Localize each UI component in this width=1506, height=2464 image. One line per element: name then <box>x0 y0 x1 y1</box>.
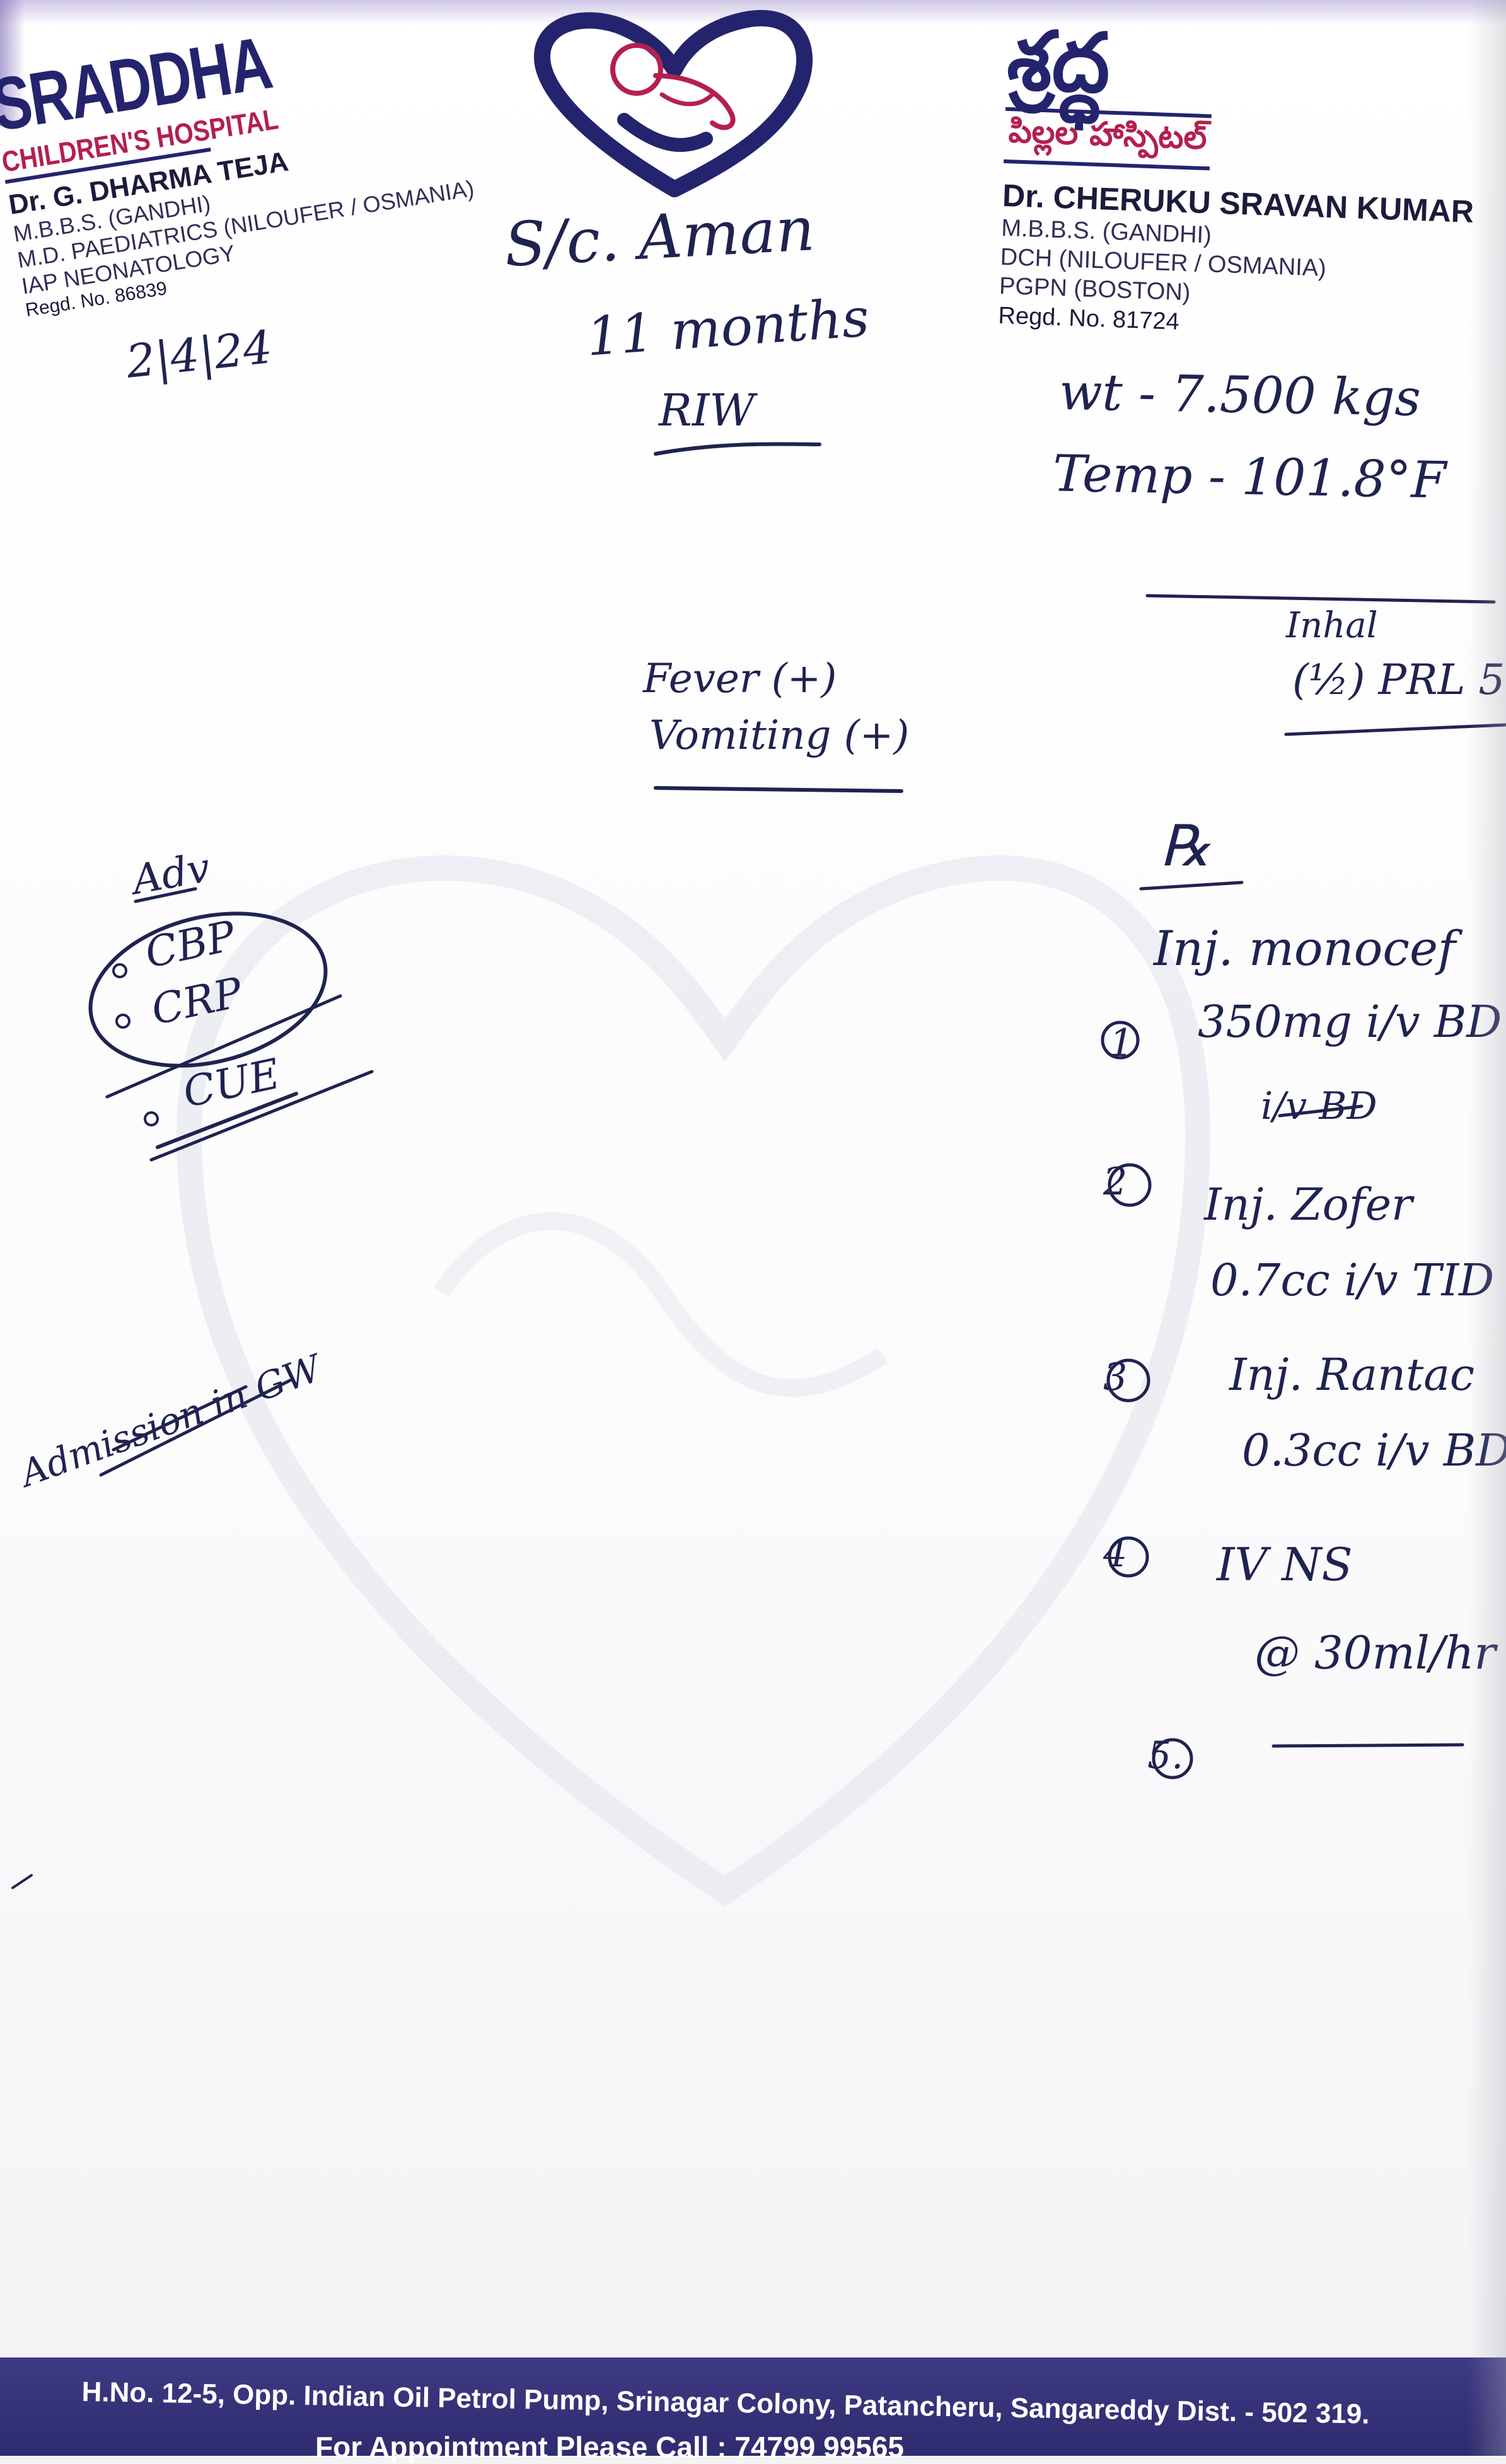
med-2-dose: 0.7cc i/v TID <box>1210 1254 1495 1306</box>
footer-band <box>0 2357 1506 2456</box>
med-2-name: Inj. Zofer <box>1204 1179 1413 1230</box>
underline-cue <box>156 1092 298 1149</box>
bullet-cue <box>144 1111 159 1126</box>
heart-baby-logo-icon <box>534 9 813 197</box>
med-3-dose: 0.3cc i/v BD <box>1242 1425 1506 1476</box>
bullet-crp <box>115 1014 130 1029</box>
med-1-dose: 350mg i/v BD <box>1198 996 1502 1048</box>
underline-admission-2 <box>112 1385 248 1452</box>
rx-symbol: ℞ <box>1160 813 1211 879</box>
circle-num-5 <box>1152 1738 1193 1779</box>
underline-treatment <box>1284 723 1506 736</box>
blank-line-5 <box>1271 1743 1464 1748</box>
underline-adv <box>134 887 197 903</box>
underline-sex <box>654 442 821 456</box>
med-4-name: IV NS <box>1217 1538 1353 1591</box>
underline-rx <box>1139 881 1244 891</box>
circle-num-4 <box>1108 1536 1149 1578</box>
line-below-crp <box>105 994 342 1099</box>
med-4-dose: @ 30ml/hr <box>1254 1626 1496 1679</box>
med-1-name: Inj. monocef <box>1154 920 1456 976</box>
footer-appointment: For Appointment Please Call : 74799 9956… <box>315 2431 904 2463</box>
page-edge-shadow <box>1468 0 1506 2456</box>
stray-mark <box>11 1874 33 1889</box>
circle-cbp-crp <box>88 911 328 1068</box>
circle-num-1 <box>1101 1021 1140 1060</box>
handwritten-complaint-vomiting: Vomiting (+) <box>649 712 910 759</box>
handwritten-sex: RIW <box>659 385 755 436</box>
underline-complaints <box>654 786 903 793</box>
underline-admission <box>99 1379 292 1477</box>
bullet-cbp <box>112 963 127 978</box>
handwritten-treatment-heading: Inhal <box>1286 605 1378 646</box>
circle-num-2 <box>1108 1163 1152 1207</box>
handwritten-complaint-fever: Fever (+) <box>643 656 837 702</box>
strike-med-1-extra <box>1278 1104 1364 1118</box>
separator-vitals <box>1145 594 1496 604</box>
circle-num-3 <box>1106 1358 1150 1403</box>
left-edge-band <box>0 0 25 126</box>
line-below-cue <box>149 1070 374 1162</box>
med-3-name: Inj. Rantac <box>1229 1349 1475 1401</box>
handwritten-treatment-detail: (½) PRL 5cc <box>1292 656 1506 704</box>
